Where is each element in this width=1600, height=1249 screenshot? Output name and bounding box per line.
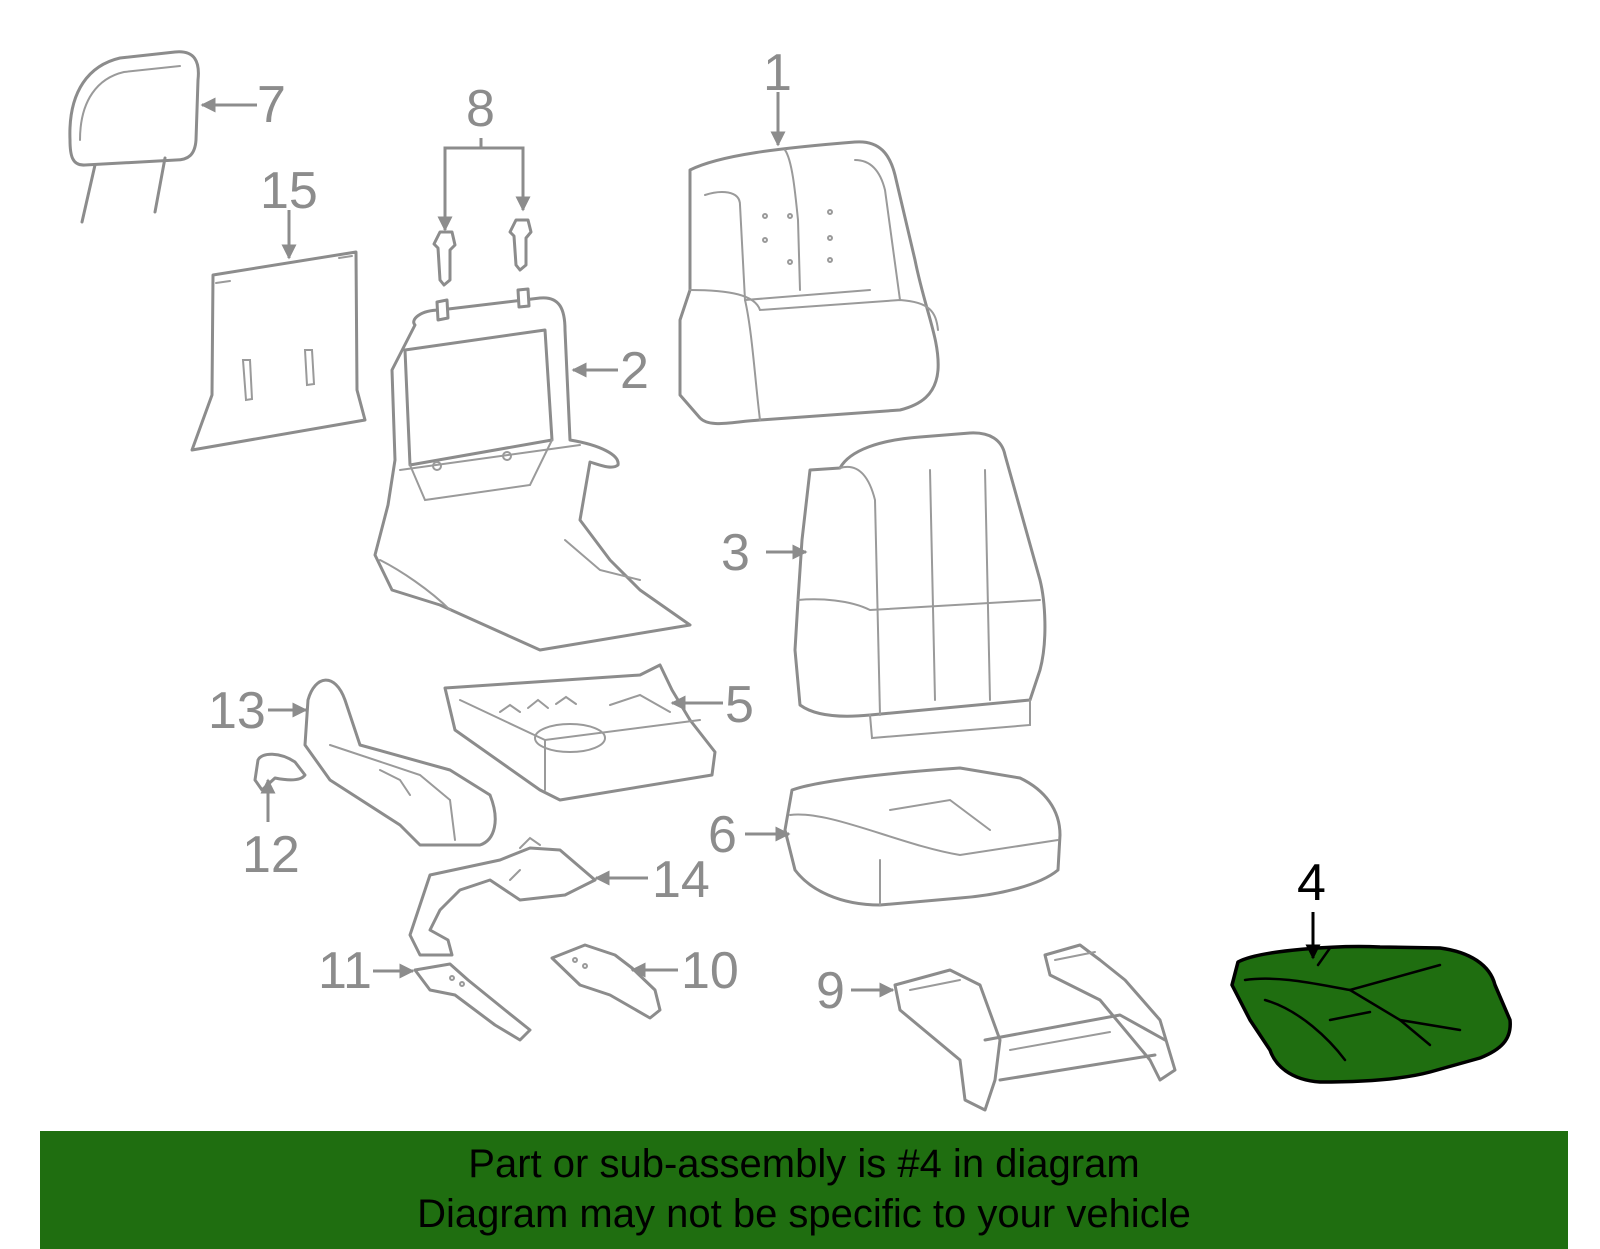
callout-1: 1 bbox=[763, 44, 792, 102]
part-2-seatback-frame[interactable] bbox=[373, 287, 692, 652]
part-3-seatback-cover[interactable] bbox=[793, 431, 1047, 740]
callout-13: 13 bbox=[208, 682, 266, 740]
callout-4: 4 bbox=[1297, 854, 1326, 912]
callout-14: 14 bbox=[652, 851, 710, 909]
part-14-wire-harness[interactable] bbox=[408, 836, 597, 957]
part-9-seat-track[interactable] bbox=[893, 943, 1177, 1112]
callout-9: 9 bbox=[816, 962, 845, 1020]
part-15-back-panel[interactable] bbox=[190, 250, 367, 452]
part-10-bracket[interactable] bbox=[550, 943, 662, 1020]
banner-line-2: Diagram may not be specific to your vehi… bbox=[417, 1192, 1191, 1236]
callout-5: 5 bbox=[725, 676, 754, 734]
part-4-seat-cushion-pad[interactable] bbox=[1230, 944, 1512, 1084]
callout-6: 6 bbox=[708, 806, 737, 864]
info-banner: Part or sub-assembly is #4 in diagram Di… bbox=[40, 1131, 1568, 1249]
banner-line-1: Part or sub-assembly is #4 in diagram bbox=[468, 1142, 1140, 1186]
leader-lines bbox=[200, 92, 1321, 998]
callout-11: 11 bbox=[318, 942, 372, 1000]
callout-3: 3 bbox=[721, 524, 750, 582]
part-1-seatback-cushion[interactable] bbox=[678, 140, 940, 426]
part-8-headrest-guides[interactable] bbox=[432, 218, 533, 287]
part-12-knob[interactable] bbox=[253, 752, 307, 792]
callout-7: 7 bbox=[257, 76, 286, 134]
part-7-headrest[interactable] bbox=[68, 50, 200, 224]
callout-labels: 1 2 3 4 5 6 7 8 9 10 11 12 13 14 15 bbox=[208, 44, 1326, 1020]
callout-8: 8 bbox=[466, 80, 495, 138]
part-13-side-shield[interactable] bbox=[303, 678, 497, 847]
part-11-bracket[interactable] bbox=[413, 962, 532, 1042]
callout-2: 2 bbox=[620, 342, 649, 400]
callout-12: 12 bbox=[242, 826, 300, 884]
callout-15: 15 bbox=[260, 162, 318, 220]
part-5-seat-pan[interactable] bbox=[443, 663, 717, 802]
part-6-seat-cushion[interactable] bbox=[783, 766, 1062, 907]
callout-10: 10 bbox=[681, 942, 739, 1000]
